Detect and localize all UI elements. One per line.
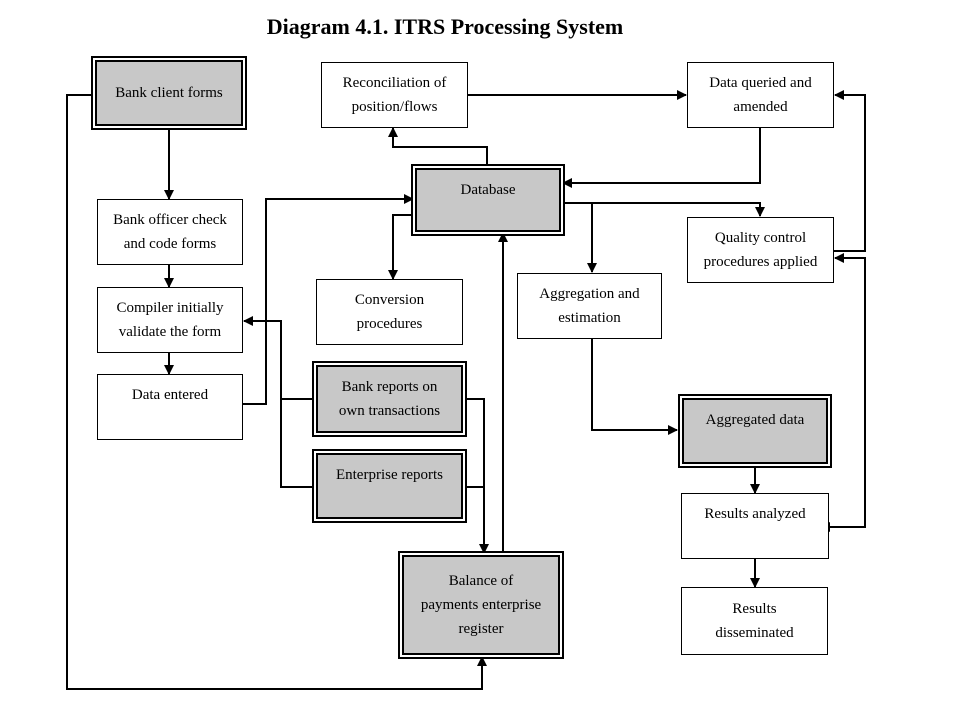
arrow-data-queried-to-database [562, 128, 761, 188]
node-bop-register: Balance of payments enterprise register [402, 555, 560, 655]
node-bank-reports: Bank reports on own transactions [316, 365, 463, 433]
node-label: register [458, 621, 504, 637]
node-conversion: Conversion procedures [316, 279, 463, 345]
node-label: Compiler initially [116, 300, 224, 316]
node-label: procedures applied [703, 254, 818, 270]
node-label: Conversion [354, 292, 425, 308]
node-label: Results analyzed [704, 506, 806, 522]
node-label: Aggregated data [705, 412, 805, 428]
node-label: Results [732, 601, 777, 617]
node-label: position/flows [351, 99, 438, 115]
node-bank-client-forms: Bank client forms [95, 60, 243, 126]
node-bank-officer-check: Bank officer check and code forms [97, 199, 243, 265]
arrow-quality-control-to-data-queried [833, 90, 866, 252]
node-label: own transactions [338, 403, 441, 419]
node-enterprise-reports: Enterprise reports [316, 453, 463, 519]
node-label: Data entered [131, 387, 209, 403]
node-database: Database [415, 168, 561, 232]
arrow-database-to-reconciliation [388, 127, 488, 168]
arrow-results-analyzed-quality-control [820, 253, 866, 532]
node-label: Data queried and [709, 75, 812, 91]
node-reconciliation: Reconciliation of position/flows [321, 62, 468, 128]
arrow-reports-bus-to-compiler [243, 316, 282, 399]
arrow-database-to-quality-control [563, 202, 765, 217]
node-label: Reconciliation of [342, 75, 447, 91]
arrow-bank-reports-to-register [465, 398, 489, 554]
node-data-queried: Data queried and amended [687, 62, 834, 128]
node-quality-control: Quality control procedures applied [687, 217, 834, 283]
arrow-aggregation-to-aggregated-data [591, 339, 678, 435]
node-results-disseminated: Results disseminated [681, 587, 828, 655]
node-label: Database [460, 182, 516, 198]
arrow-client-forms-register-loop [66, 90, 487, 690]
node-compiler-validate: Compiler initially validate the form [97, 287, 243, 353]
arrow-reports-to-compiler [280, 398, 314, 488]
node-aggregation: Aggregation and estimation [517, 273, 662, 339]
node-label: procedures [356, 316, 423, 332]
node-label: Balance of [448, 573, 514, 589]
node-label: Bank client forms [115, 85, 223, 101]
node-label: estimation [558, 310, 621, 326]
node-aggregated-data: Aggregated data [682, 398, 828, 464]
node-data-entered: Data entered [97, 374, 243, 440]
node-results-analyzed: Results analyzed [681, 493, 829, 559]
arrow-database-conversion-bidirectional [388, 210, 422, 280]
node-label: disseminated [715, 625, 794, 641]
node-label: Aggregation and [539, 286, 640, 302]
node-label: Bank officer check [113, 212, 227, 228]
node-label: and code forms [123, 236, 217, 252]
node-label: Bank reports on [341, 379, 438, 395]
node-label: Quality control [714, 230, 807, 246]
node-label: amended [733, 99, 788, 115]
node-label: validate the form [118, 324, 222, 340]
node-label: Enterprise reports [335, 467, 444, 483]
node-label: payments enterprise [420, 597, 542, 613]
diagram-title: Diagram 4.1. ITRS Processing System [266, 14, 624, 39]
